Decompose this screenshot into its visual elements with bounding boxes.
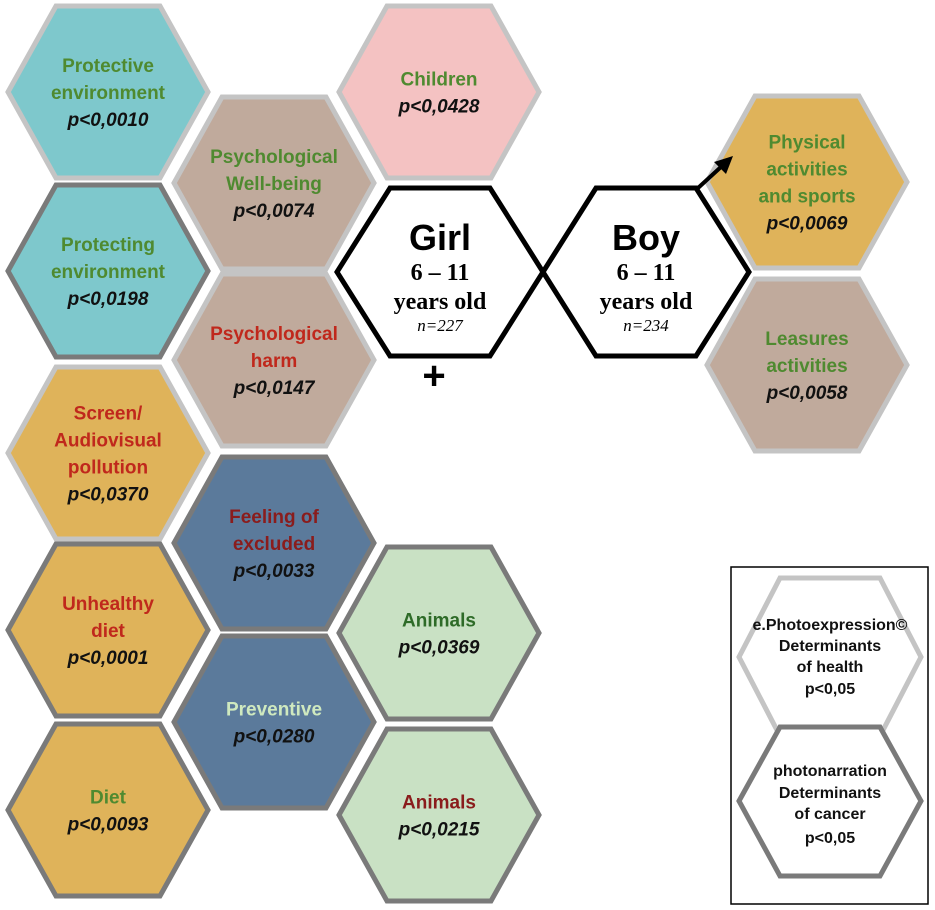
legend-dark-line-1: photonarration — [773, 763, 887, 780]
hexagon-p-value: p<0,0069 — [766, 214, 848, 235]
hexagon-p-value: p<0,0058 — [766, 383, 848, 404]
hexagon-label: Preventive — [226, 700, 322, 721]
girl-hexagon: Girl 6 – 11 years old n=227 — [334, 185, 546, 359]
hexagon-label: Screen/ — [74, 404, 143, 425]
arrow-icon — [696, 156, 733, 190]
hexagon-shape — [171, 633, 377, 811]
hexagon-shape — [171, 271, 377, 449]
hexagon-p-value: p<0,0147 — [233, 378, 316, 399]
hexagon-p-value: p<0,0370 — [67, 485, 149, 506]
hexagon-shape — [336, 544, 542, 722]
hexagon-physical-activities-and-sports: Physical activities and sports p<0,0069 — [704, 93, 910, 271]
hexagon-label: Protective — [62, 56, 154, 77]
hexagon-label: activities — [766, 356, 847, 377]
hexagon-label: harm — [251, 351, 297, 372]
hexagon-label: Physical — [768, 133, 845, 154]
boy-n: n=234 — [623, 316, 669, 335]
hexagon-shape — [5, 3, 211, 181]
hexagon-shape — [5, 721, 211, 899]
legend-light-line-2: Determinants — [779, 638, 881, 655]
hexagon-p-value: p<0,0215 — [398, 820, 480, 841]
hexagon-shape — [336, 726, 542, 904]
hexagon-label: Unhealthy — [62, 594, 154, 615]
hexagon-label: environment — [51, 262, 166, 283]
hexagon-shape — [5, 541, 211, 719]
hexagon-p-value: p<0,0033 — [233, 561, 315, 582]
hexagon-shape — [171, 94, 377, 272]
boy-title: Boy — [612, 217, 680, 258]
hexagon-p-value: p<0,0369 — [398, 638, 480, 659]
plus-sign: + — [422, 354, 445, 398]
hexagon-label: and sports — [758, 187, 855, 208]
hexagon-shape — [704, 276, 910, 454]
hexagon-shape — [704, 93, 910, 271]
hexagon-feeling-of-excluded: Feeling of excluded p<0,0033 — [171, 454, 377, 632]
hexagon-label: Audiovisual — [54, 431, 162, 452]
hexagon-leasures-activities: Leasures activities p<0,0058 — [704, 276, 910, 454]
hexagon-shape — [5, 182, 211, 360]
hexagon-p-value: p<0,0074 — [233, 201, 315, 222]
hexagon-psychological-harm: Psychological harm p<0,0147 — [171, 271, 377, 449]
hexagon-shape — [336, 3, 542, 181]
legend-dark-line-2: Determinants — [779, 785, 881, 802]
legend-light-line-3: of health — [797, 659, 864, 676]
hexagon-animals-1: Animals p<0,0369 — [336, 544, 542, 722]
hexagon-label: excluded — [233, 534, 315, 555]
hexagon-screen-audiovisual-pollution: Screen/Audiovisual pollution p<0,0370 — [5, 364, 211, 542]
girl-n: n=227 — [417, 316, 464, 335]
hexagon-p-value: p<0,0010 — [67, 110, 149, 131]
hexagon-label: Leasures — [765, 329, 848, 350]
hexagon-protecting-environment: Protecting environment p<0,0198 — [5, 182, 211, 360]
legend-light-line-4: p<0,05 — [805, 681, 855, 698]
hexagon-label: pollution — [68, 458, 148, 479]
hexagon-label: Well-being — [226, 174, 322, 195]
legend-light-hexagon: e.Photoexpression© Determinants of healt… — [736, 575, 924, 739]
legend-dark-line-3: of cancer — [794, 806, 865, 823]
legend-light-line-1: e.Photoexpression© — [753, 617, 908, 634]
hexagon-label: environment — [51, 83, 166, 104]
hexagon-label: Feeling of — [229, 507, 319, 528]
hexagon-label: Protecting — [61, 235, 155, 256]
hexagon-unhealthy-diet: Unhealthy diet p<0,0001 — [5, 541, 211, 719]
legend-dark-line-4: p<0,05 — [805, 830, 855, 847]
hexagon-p-value: p<0,0198 — [67, 289, 149, 310]
hexagon-label: Psychological — [210, 324, 338, 345]
hexagon-diet: Diet p<0,0093 — [5, 721, 211, 899]
hexagon-label: diet — [91, 621, 125, 642]
hexagon-layer: Protective environment p<0,0010 Children p<0… — [5, 3, 910, 904]
hexagon-protective-environment: Protective environment p<0,0010 — [5, 3, 211, 181]
hexagon-p-value: p<0,0428 — [398, 97, 480, 118]
girl-unit: years old — [394, 289, 487, 315]
boy-hexagon: Boy 6 – 11 years old n=234 — [540, 185, 752, 359]
legend: e.Photoexpression© Determinants of healt… — [730, 566, 929, 905]
hexagon-p-value: p<0,0093 — [67, 815, 149, 836]
hexagon-shape — [5, 364, 211, 542]
hexagon-p-value: p<0,0001 — [67, 648, 149, 669]
hexagon-shape — [171, 454, 377, 632]
hexagon-p-value: p<0,0280 — [233, 727, 315, 748]
hexagon-label: Psychological — [210, 147, 338, 168]
boy-age: 6 – 11 — [617, 260, 676, 286]
legend-dark-hexagon: photonarration Determinants of cancer p<… — [736, 724, 924, 879]
hexagon-label: Animals — [402, 611, 476, 632]
hexagon-label: activities — [766, 160, 847, 181]
boy-unit: years old — [600, 289, 693, 315]
hexagon-label: Children — [400, 70, 477, 91]
girl-title: Girl — [409, 217, 471, 258]
hexagon-label: Animals — [402, 793, 476, 814]
hexagon-animals-2: Animals p<0,0215 — [336, 726, 542, 904]
girl-age: 6 – 11 — [411, 260, 470, 286]
hexagon-children: Children p<0,0428 — [336, 3, 542, 181]
hexagon-label: Diet — [90, 788, 127, 809]
hexagon-preventive: Preventive p<0,0280 — [171, 633, 377, 811]
